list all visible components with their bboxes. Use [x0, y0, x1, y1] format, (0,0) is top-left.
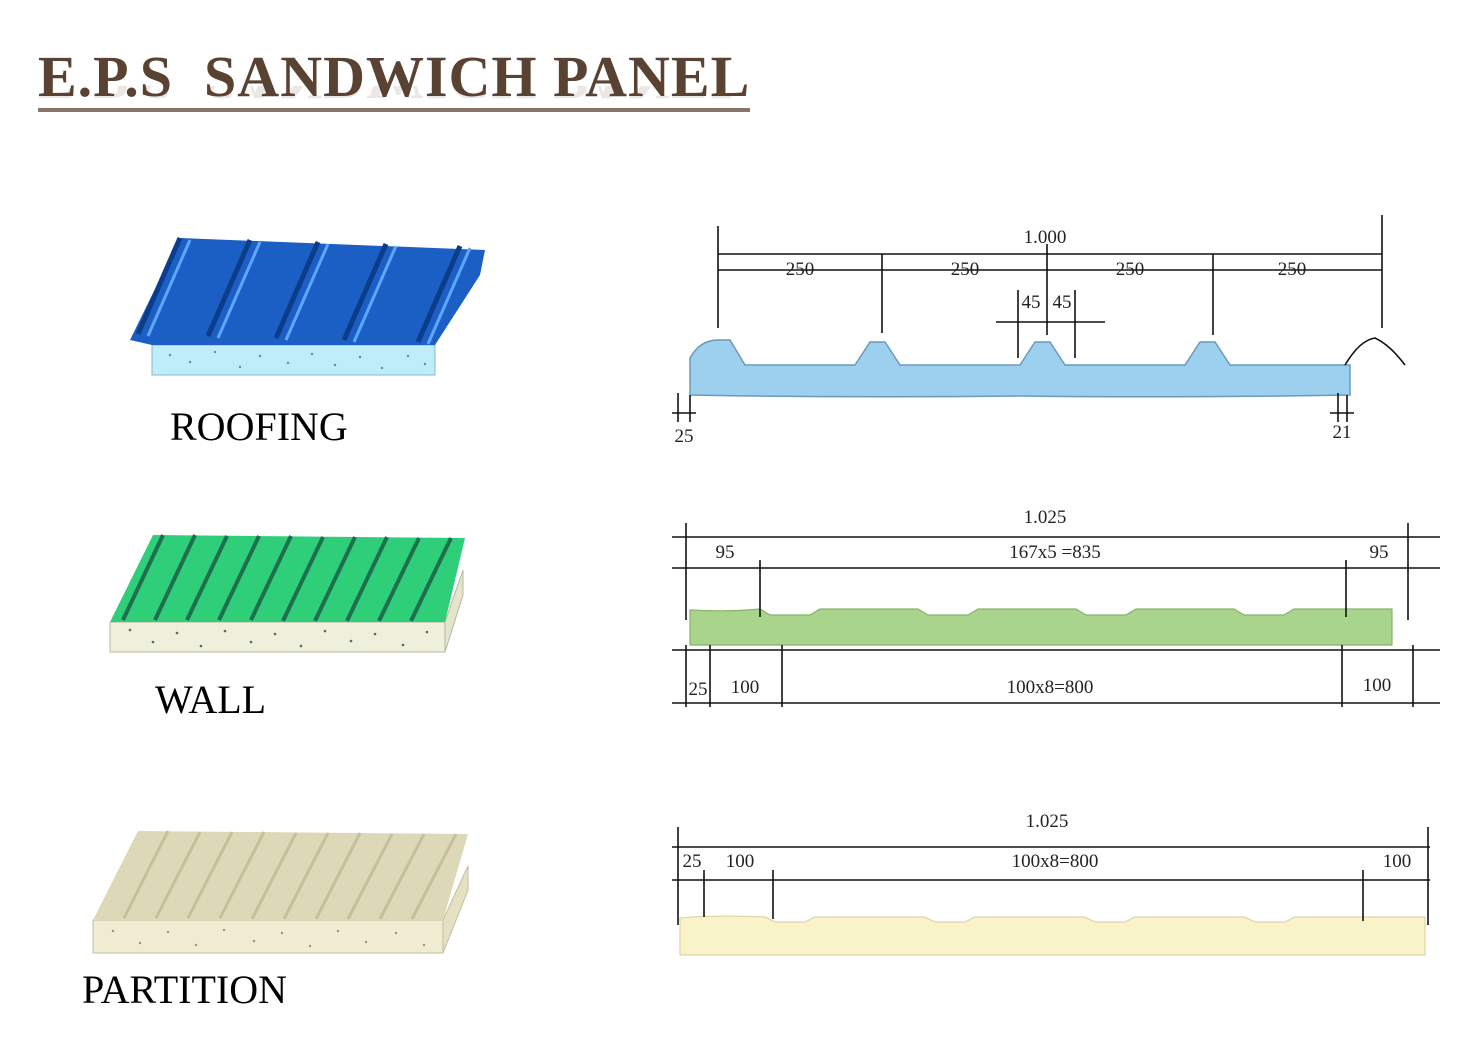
roofing-total-dim: 1.000 — [1024, 227, 1067, 248]
wall-top-right-dim: 95 — [1370, 542, 1389, 563]
partition-right-dim: 100 — [1383, 851, 1412, 872]
wall-top-mid-dim: 167x5 =835 — [1009, 542, 1100, 563]
wall-panel-icon — [109, 534, 465, 653]
partition-left-dim: 100 — [726, 851, 755, 872]
roofing-edge-right: 21 — [1333, 422, 1352, 443]
partition-edge-dim: 25 — [683, 851, 702, 872]
wall-bottom-edge-dim: 25 — [689, 679, 708, 700]
roofing-seg-1: 250 — [786, 259, 815, 280]
wall-top-left-dim: 95 — [716, 542, 735, 563]
title-reflection: E.P.S SANDWICH PANEL — [38, 86, 750, 108]
partition-panel-icon — [92, 830, 469, 954]
roofing-rib-left: 45 — [1022, 292, 1041, 313]
wall-label: WALL — [155, 677, 267, 722]
roofing-core — [151, 344, 436, 376]
partition-label: PARTITION — [82, 967, 288, 1012]
roofing-seg-4: 250 — [1278, 259, 1307, 280]
partition-core — [92, 919, 444, 954]
partition-sheet — [93, 831, 468, 920]
partition-profile-shape — [679, 915, 1426, 956]
roofing-edge-left: 25 — [675, 426, 694, 447]
page-title: E.P.S SANDWICH PANEL — [38, 48, 751, 112]
wall-bottom-right-dim: 100 — [1363, 675, 1392, 696]
wall-profile-drawing: 1.025 95 167x5 =835 95 25 100 100x8=800 … — [672, 507, 1440, 707]
wall-bottom-mid-dim: 100x8=800 — [1007, 677, 1094, 698]
roofing-panel-icon — [130, 236, 485, 376]
wall-core — [109, 621, 446, 653]
partition-mid-dim: 100x8=800 — [1012, 851, 1099, 872]
partition-profile-drawing: 1.025 25 100 100x8=800 100 — [672, 811, 1430, 956]
roofing-seg-2: 250 — [951, 259, 980, 280]
roofing-profile-drawing: 1.000 250 250 250 250 45 45 25 21 — [672, 215, 1406, 447]
wall-total-dim: 1.025 — [1024, 507, 1067, 528]
roofing-profile-shape — [689, 339, 1351, 398]
roofing-rib-right: 45 — [1053, 292, 1072, 313]
wall-profile-shape — [689, 608, 1393, 646]
partition-total-dim: 1.025 — [1026, 811, 1069, 832]
roofing-seg-3: 250 — [1116, 259, 1145, 280]
wall-bottom-left-dim: 100 — [731, 677, 760, 698]
roofing-label: ROOFING — [170, 404, 348, 449]
